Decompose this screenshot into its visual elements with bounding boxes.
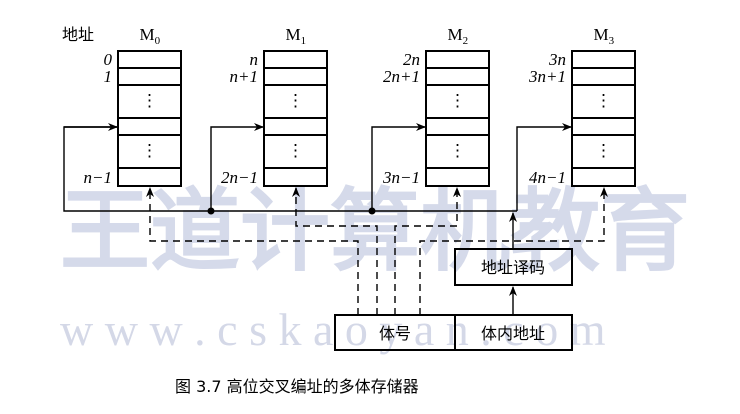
junction-dot xyxy=(207,207,215,215)
module-title: M2 xyxy=(448,25,469,47)
in-bank-address-label: 体内地址 xyxy=(481,324,545,343)
watermark-url: w w w . c s k a o y a n . c o m xyxy=(60,304,606,355)
memory-module-m1: M1 nn+1 2n−1 ⋮ ⋮ xyxy=(221,25,328,187)
ellipsis: ⋮ xyxy=(595,141,612,160)
select-line-m0 xyxy=(146,187,359,315)
arrow-to-m2 xyxy=(371,123,426,211)
figure-caption: 图 3.7 高位交叉编址的多体存储器 xyxy=(175,377,419,396)
ellipsis: ⋮ xyxy=(141,91,158,110)
address-label: n−1 xyxy=(84,168,112,187)
ellipsis: ⋮ xyxy=(449,91,466,110)
address-label: 3n−1 xyxy=(382,168,420,187)
select-line-m3 xyxy=(419,187,608,315)
address-label: n+1 xyxy=(230,67,258,86)
in-bank-address-field xyxy=(454,314,573,351)
ellipsis: ⋮ xyxy=(595,91,612,110)
address-header: 地址 xyxy=(62,25,94,44)
memory-module-m0: M0 01 n−1 ⋮ ⋮ xyxy=(84,25,182,187)
ellipsis: ⋮ xyxy=(287,141,304,160)
arrow-to-m1 xyxy=(210,123,264,211)
address-label: 2n xyxy=(403,50,420,69)
address-label: 0 xyxy=(104,50,113,69)
select-line-m2 xyxy=(394,187,461,315)
junction-dot xyxy=(368,207,376,215)
address-label: 3n xyxy=(548,50,566,69)
address-label: 1 xyxy=(104,67,113,86)
ellipsis: ⋮ xyxy=(287,91,304,110)
module-title: M1 xyxy=(286,25,307,47)
address-label: 2n−1 xyxy=(221,168,258,187)
arrow-to-m3 xyxy=(516,123,572,211)
bank-number-label: 体号 xyxy=(379,324,411,343)
address-label: 3n+1 xyxy=(528,67,566,86)
address-label: 2n+1 xyxy=(383,67,420,86)
module-title: M3 xyxy=(594,25,615,47)
address-label: n xyxy=(250,50,259,69)
ellipsis: ⋮ xyxy=(141,141,158,160)
ellipsis: ⋮ xyxy=(449,141,466,160)
address-decoder-label: 地址译码 xyxy=(481,258,545,277)
watermark-logo: 王道计算机教育 xyxy=(60,179,690,284)
address-label: 4n−1 xyxy=(529,168,566,187)
module-title: M0 xyxy=(140,25,161,47)
